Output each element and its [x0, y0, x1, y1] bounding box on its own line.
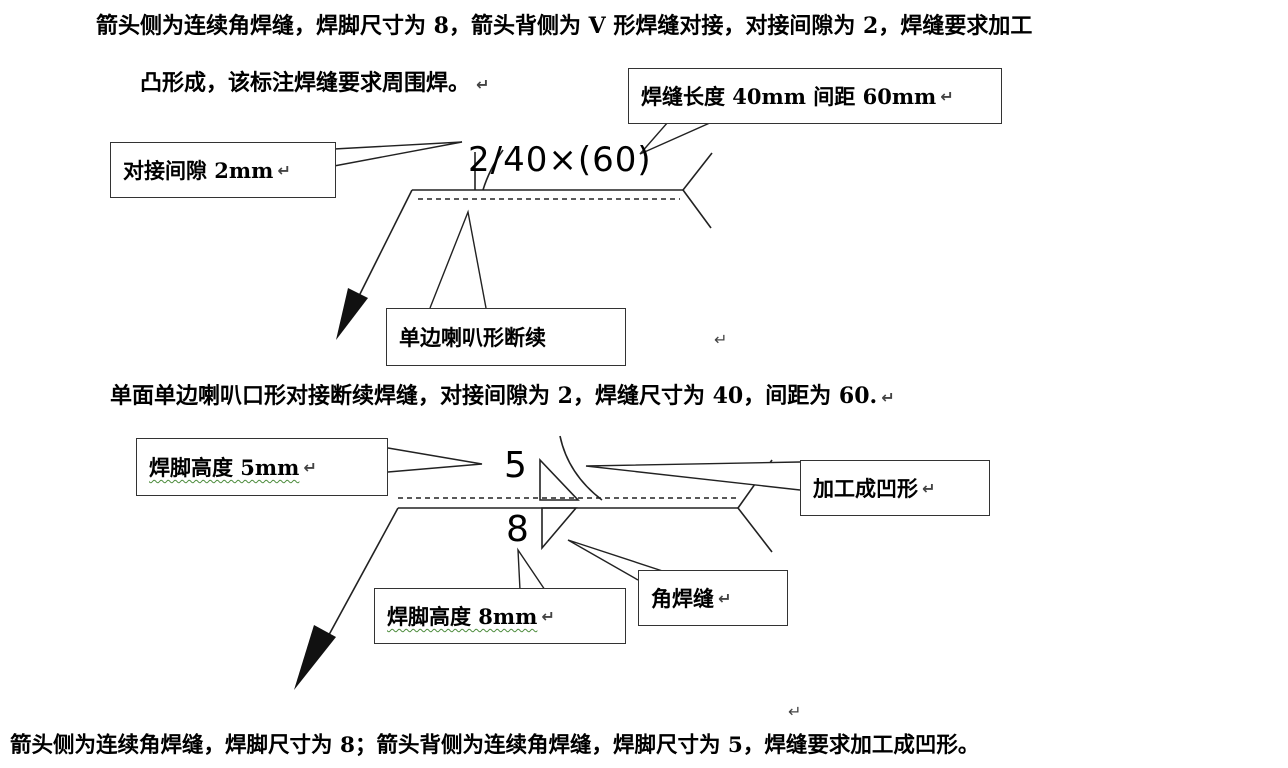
callout-fillet-weld-text: 角焊缝: [651, 586, 714, 611]
diagram2-upper-size: 5: [504, 445, 527, 486]
diagram1-weld-symbol-text: 2/40×(60): [468, 140, 652, 180]
callout-fillet-weld: 角焊缝 ↵: [638, 570, 788, 626]
return-mark: ↵: [303, 457, 317, 477]
diagram1-tail-lower: [682, 189, 712, 229]
diagram1-flare-curve: [482, 149, 504, 191]
callout-leg-height-8: 焊脚高度 8mm ↵: [374, 588, 626, 644]
callout-length-spacing-text: 焊缝长度 40mm 间距 60mm: [641, 84, 937, 109]
top-note-line2: 凸形成，该标注焊缝要求周围焊。 ↵: [140, 69, 489, 99]
return-mark: ↵: [277, 160, 291, 180]
callout-concave: 加工成凹形 ↵: [800, 460, 990, 516]
diagram2-fillet-upper: [539, 457, 580, 501]
middle-note: 单面单边喇叭口形对接断续焊缝，对接间隙为 2，焊缝尺寸为 40，间距为 60.↵: [110, 382, 895, 412]
callout-leg-height-8-text: 焊脚高度 8mm: [387, 604, 538, 629]
callout-concave-text: 加工成凹形: [813, 476, 918, 501]
callout-length-spacing: 焊缝长度 40mm 间距 60mm ↵: [628, 68, 1002, 124]
return-mark: ↵: [541, 606, 555, 626]
return-mark: ↵: [718, 588, 732, 608]
return-mark: ↵: [714, 330, 728, 349]
pointer-flare: [429, 209, 487, 309]
callout-gap-text: 对接间隙 2mm: [123, 158, 274, 183]
diagram2-lower-size: 8: [506, 509, 529, 550]
pointer-length-spacing: [639, 121, 713, 155]
pointer-gap: [333, 141, 463, 167]
diagram1-arrowhead: [336, 288, 368, 340]
top-note-line2-text: 凸形成，该标注焊缝要求周围焊。: [140, 70, 471, 96]
top-note-line1: 箭头侧为连续角焊缝，焊脚尺寸为 8，箭头背侧为 V 形焊缝对接，对接间隙为 2，…: [96, 13, 1033, 39]
pointer-concave: [585, 461, 801, 491]
return-mark: ↵: [788, 702, 802, 721]
pointer-leg-5: [387, 447, 483, 473]
diagram2-arrow-line: [317, 507, 399, 656]
pointer-leg-8: [517, 547, 546, 591]
diagram1-tail-upper: [682, 152, 713, 191]
callout-gap: 对接间隙 2mm ↵: [110, 142, 336, 198]
middle-note-text: 单面单边喇叭口形对接断续焊缝，对接间隙为 2，焊缝尺寸为 40，间距为 60.: [110, 383, 878, 409]
return-mark: ↵: [922, 478, 936, 498]
return-mark: ↵: [476, 75, 490, 94]
callout-leg-height-5: 焊脚高度 5mm ↵: [136, 438, 388, 496]
return-mark: ↵: [940, 86, 954, 106]
diagram2-fillet-lower: [541, 507, 578, 551]
callout-flare: 单边喇叭形断续: [386, 308, 626, 366]
return-mark: ↵: [881, 388, 895, 407]
diagram2-arrowhead: [294, 625, 336, 690]
diagram2-concave-contour: [559, 435, 603, 501]
callout-leg-height-5-text: 焊脚高度 5mm: [149, 455, 300, 480]
bottom-note: 箭头侧为连续角焊缝，焊脚尺寸为 8；箭头背侧为连续角焊缝，焊脚尺寸为 5，焊缝要…: [10, 733, 980, 758]
callout-flare-text: 单边喇叭形断续: [399, 325, 546, 350]
diagram2-tail-lower: [737, 507, 773, 553]
